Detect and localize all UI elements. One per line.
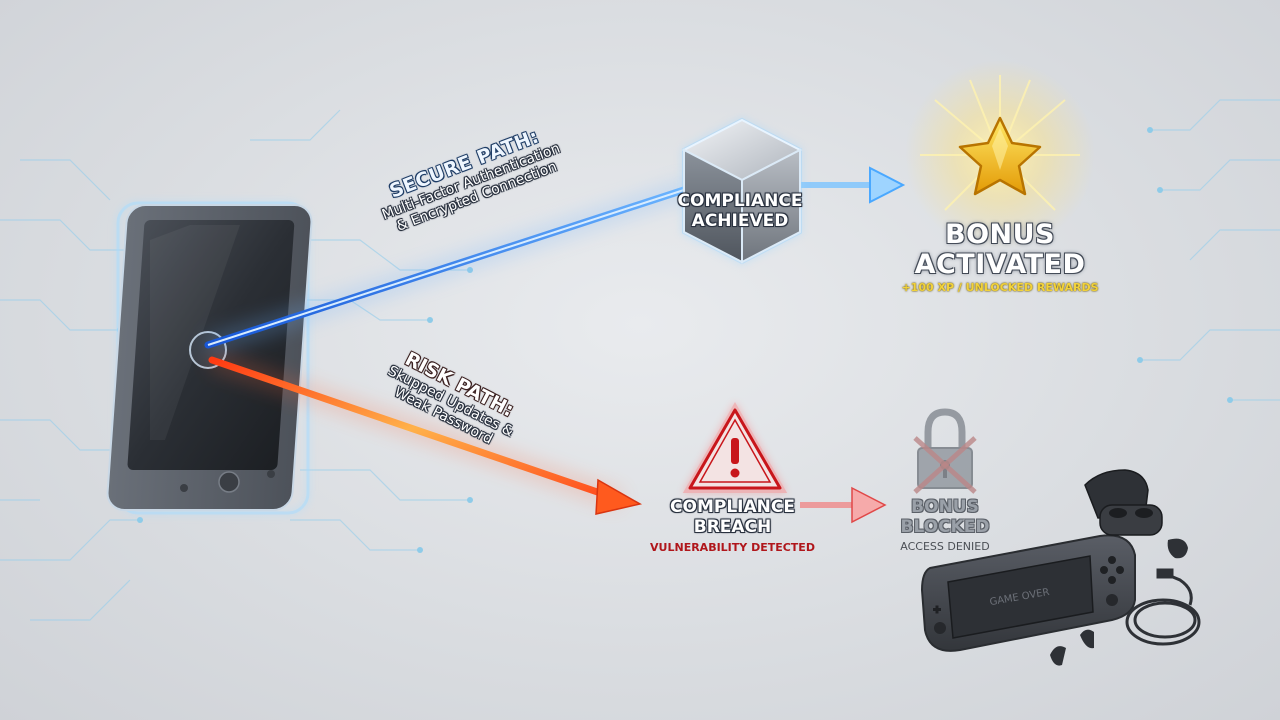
- bonus-activated-label: BONUS ACTIVATED: [880, 220, 1120, 280]
- bonus-blocked-label: BONUS BLOCKED: [870, 497, 1020, 537]
- compliance-achieved-label: COMPLIANCE ACHIEVED: [650, 191, 830, 231]
- risk-arrow: [800, 486, 887, 524]
- access-denied-subtitle: ACCESS DENIED: [900, 540, 990, 553]
- cube-icon: [681, 117, 803, 265]
- secure-path-beam: [204, 181, 694, 352]
- handheld-console-icon: GAME OVER: [920, 534, 1136, 652]
- earbuds-icon: [1050, 469, 1188, 666]
- compliance-achieved-line1: COMPLIANCE: [677, 191, 803, 211]
- secure-arrow: [795, 166, 906, 204]
- bonus-blocked-line2: BLOCKED: [900, 517, 990, 537]
- compliance-breach-line1: COMPLIANCE: [670, 497, 795, 517]
- circuit-traces: [0, 99, 1280, 621]
- bonus-activated-line1: BONUS: [945, 219, 1055, 250]
- padlock-crossed-icon: [913, 408, 977, 494]
- cable-icon: [1125, 568, 1201, 646]
- compliance-breach-label: COMPLIANCE BREACH: [640, 497, 825, 537]
- vulnerability-detected-subtitle: VULNERABILITY DETECTED: [650, 541, 815, 554]
- risk-path-beam: [208, 353, 643, 515]
- compliance-achieved-line2: ACHIEVED: [691, 211, 789, 231]
- smartphone-icon: [106, 201, 313, 515]
- star-icon: [905, 60, 1095, 250]
- bonus-rewards-subtitle: +100 XP / UNLOCKED REWARDS: [901, 281, 1099, 294]
- compliance-breach-line2: BREACH: [693, 517, 772, 537]
- bonus-activated-line2: ACTIVATED: [914, 249, 1086, 280]
- bonus-blocked-line1: BONUS: [911, 497, 979, 517]
- warning-triangle-icon: [682, 401, 788, 493]
